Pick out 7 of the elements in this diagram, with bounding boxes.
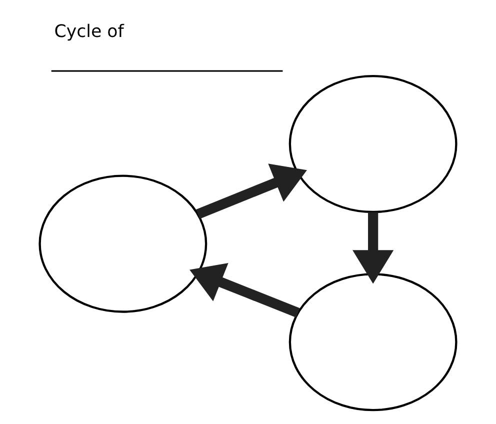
node-ellipse [288, 273, 458, 412]
arrow [196, 164, 307, 219]
diagram-title: Cycle of [54, 22, 124, 42]
arrow [352, 212, 394, 284]
node-ellipse [38, 174, 208, 313]
arrow [190, 263, 300, 318]
node-ellipse [288, 75, 458, 214]
